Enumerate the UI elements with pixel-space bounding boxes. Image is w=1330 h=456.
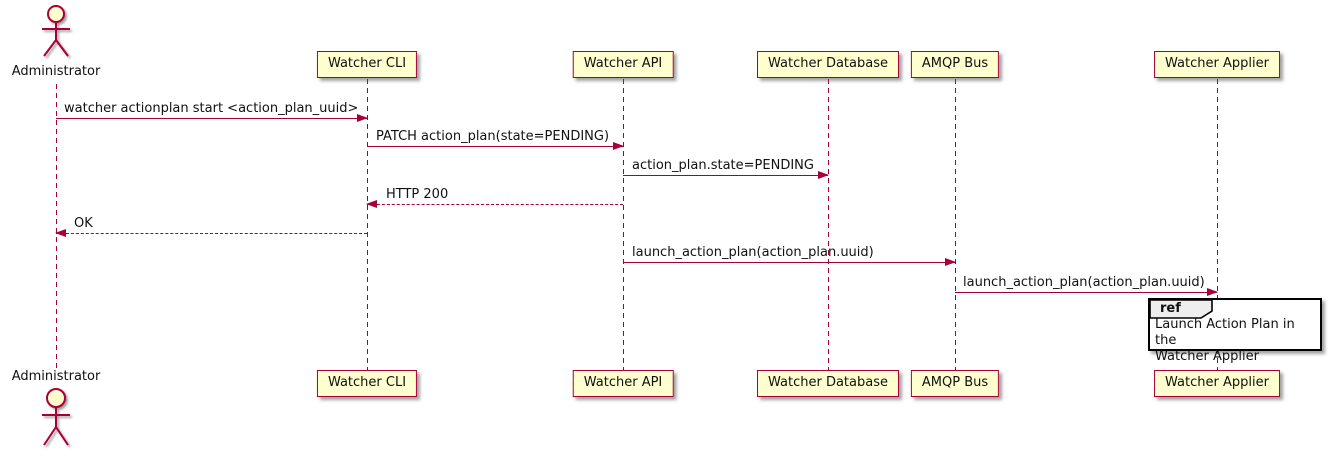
- ref-text-line2: Watcher Applier: [1155, 349, 1259, 364]
- message-arrow-start-actionplan: [56, 114, 368, 122]
- ref-fragment: ref Launch Action Plan in the Watcher Ap…: [1148, 298, 1322, 364]
- participant-watcher-applier-top: Watcher Applier: [1154, 51, 1280, 78]
- actor-icon: [42, 388, 70, 446]
- participant-watcher-cli-bottom: Watcher CLI: [316, 370, 418, 397]
- message-label-http-200: HTTP 200: [386, 187, 449, 202]
- message-label-state-pending: action_plan.state=PENDING: [632, 158, 814, 173]
- lifeline-watcher-applier: [1217, 79, 1218, 370]
- participant-amqp-bus-top: AMQP Bus: [910, 51, 1000, 78]
- ref-tab-shape: [1149, 299, 1213, 319]
- actor-label-top: Administrator: [11, 64, 101, 79]
- actor-icon: [42, 5, 70, 57]
- message-arrow-http-200: [366, 200, 623, 208]
- arrowhead-right-icon: [818, 171, 829, 179]
- arrowhead-left-icon: [366, 200, 377, 208]
- message-arrow-ok: [55, 229, 367, 237]
- participant-watcher-database-bottom: Watcher Database: [757, 370, 899, 397]
- message-arrow-state-pending: [623, 171, 829, 179]
- ref-text-line1: Launch Action Plan in the: [1155, 317, 1295, 348]
- message-arrow-launch-action-plan-api: [623, 258, 956, 266]
- actor-label-bottom: Administrator: [11, 369, 101, 384]
- message-label-start-actionplan: watcher actionplan start <action_plan_uu…: [64, 101, 359, 116]
- participant-watcher-cli-top: Watcher CLI: [316, 51, 418, 78]
- arrowhead-right-icon: [613, 142, 624, 150]
- message-label-patch-action-plan: PATCH action_plan(state=PENDING): [376, 129, 610, 144]
- arrowhead-right-icon: [945, 258, 956, 266]
- message-arrow-patch-action-plan: [367, 142, 624, 150]
- lifeline-watcher-cli: [367, 79, 368, 370]
- lifeline-administrator: [56, 84, 57, 370]
- arrowhead-left-icon: [55, 229, 66, 237]
- lifeline-watcher-api: [623, 79, 624, 370]
- participant-watcher-applier-bottom: Watcher Applier: [1154, 370, 1280, 397]
- message-label-ok: OK: [74, 216, 93, 231]
- participant-watcher-api-bottom: Watcher API: [572, 370, 674, 397]
- arrowhead-right-icon: [1207, 288, 1218, 296]
- ref-keyword: ref: [1160, 301, 1181, 316]
- participant-watcher-api-top: Watcher API: [572, 51, 674, 78]
- message-label-launch-action-plan-amqp: launch_action_plan(action_plan.uuid): [963, 275, 1205, 290]
- ref-text: Launch Action Plan in the Watcher Applie…: [1155, 317, 1317, 365]
- arrowhead-right-icon: [357, 114, 368, 122]
- lifeline-amqp-bus: [955, 79, 956, 370]
- lifeline-watcher-database: [828, 79, 829, 370]
- participant-watcher-database-top: Watcher Database: [757, 51, 899, 78]
- participant-amqp-bus-bottom: AMQP Bus: [910, 370, 1000, 397]
- message-label-launch-action-plan-api: launch_action_plan(action_plan.uuid): [632, 245, 874, 260]
- message-arrow-launch-action-plan-amqp: [955, 288, 1218, 296]
